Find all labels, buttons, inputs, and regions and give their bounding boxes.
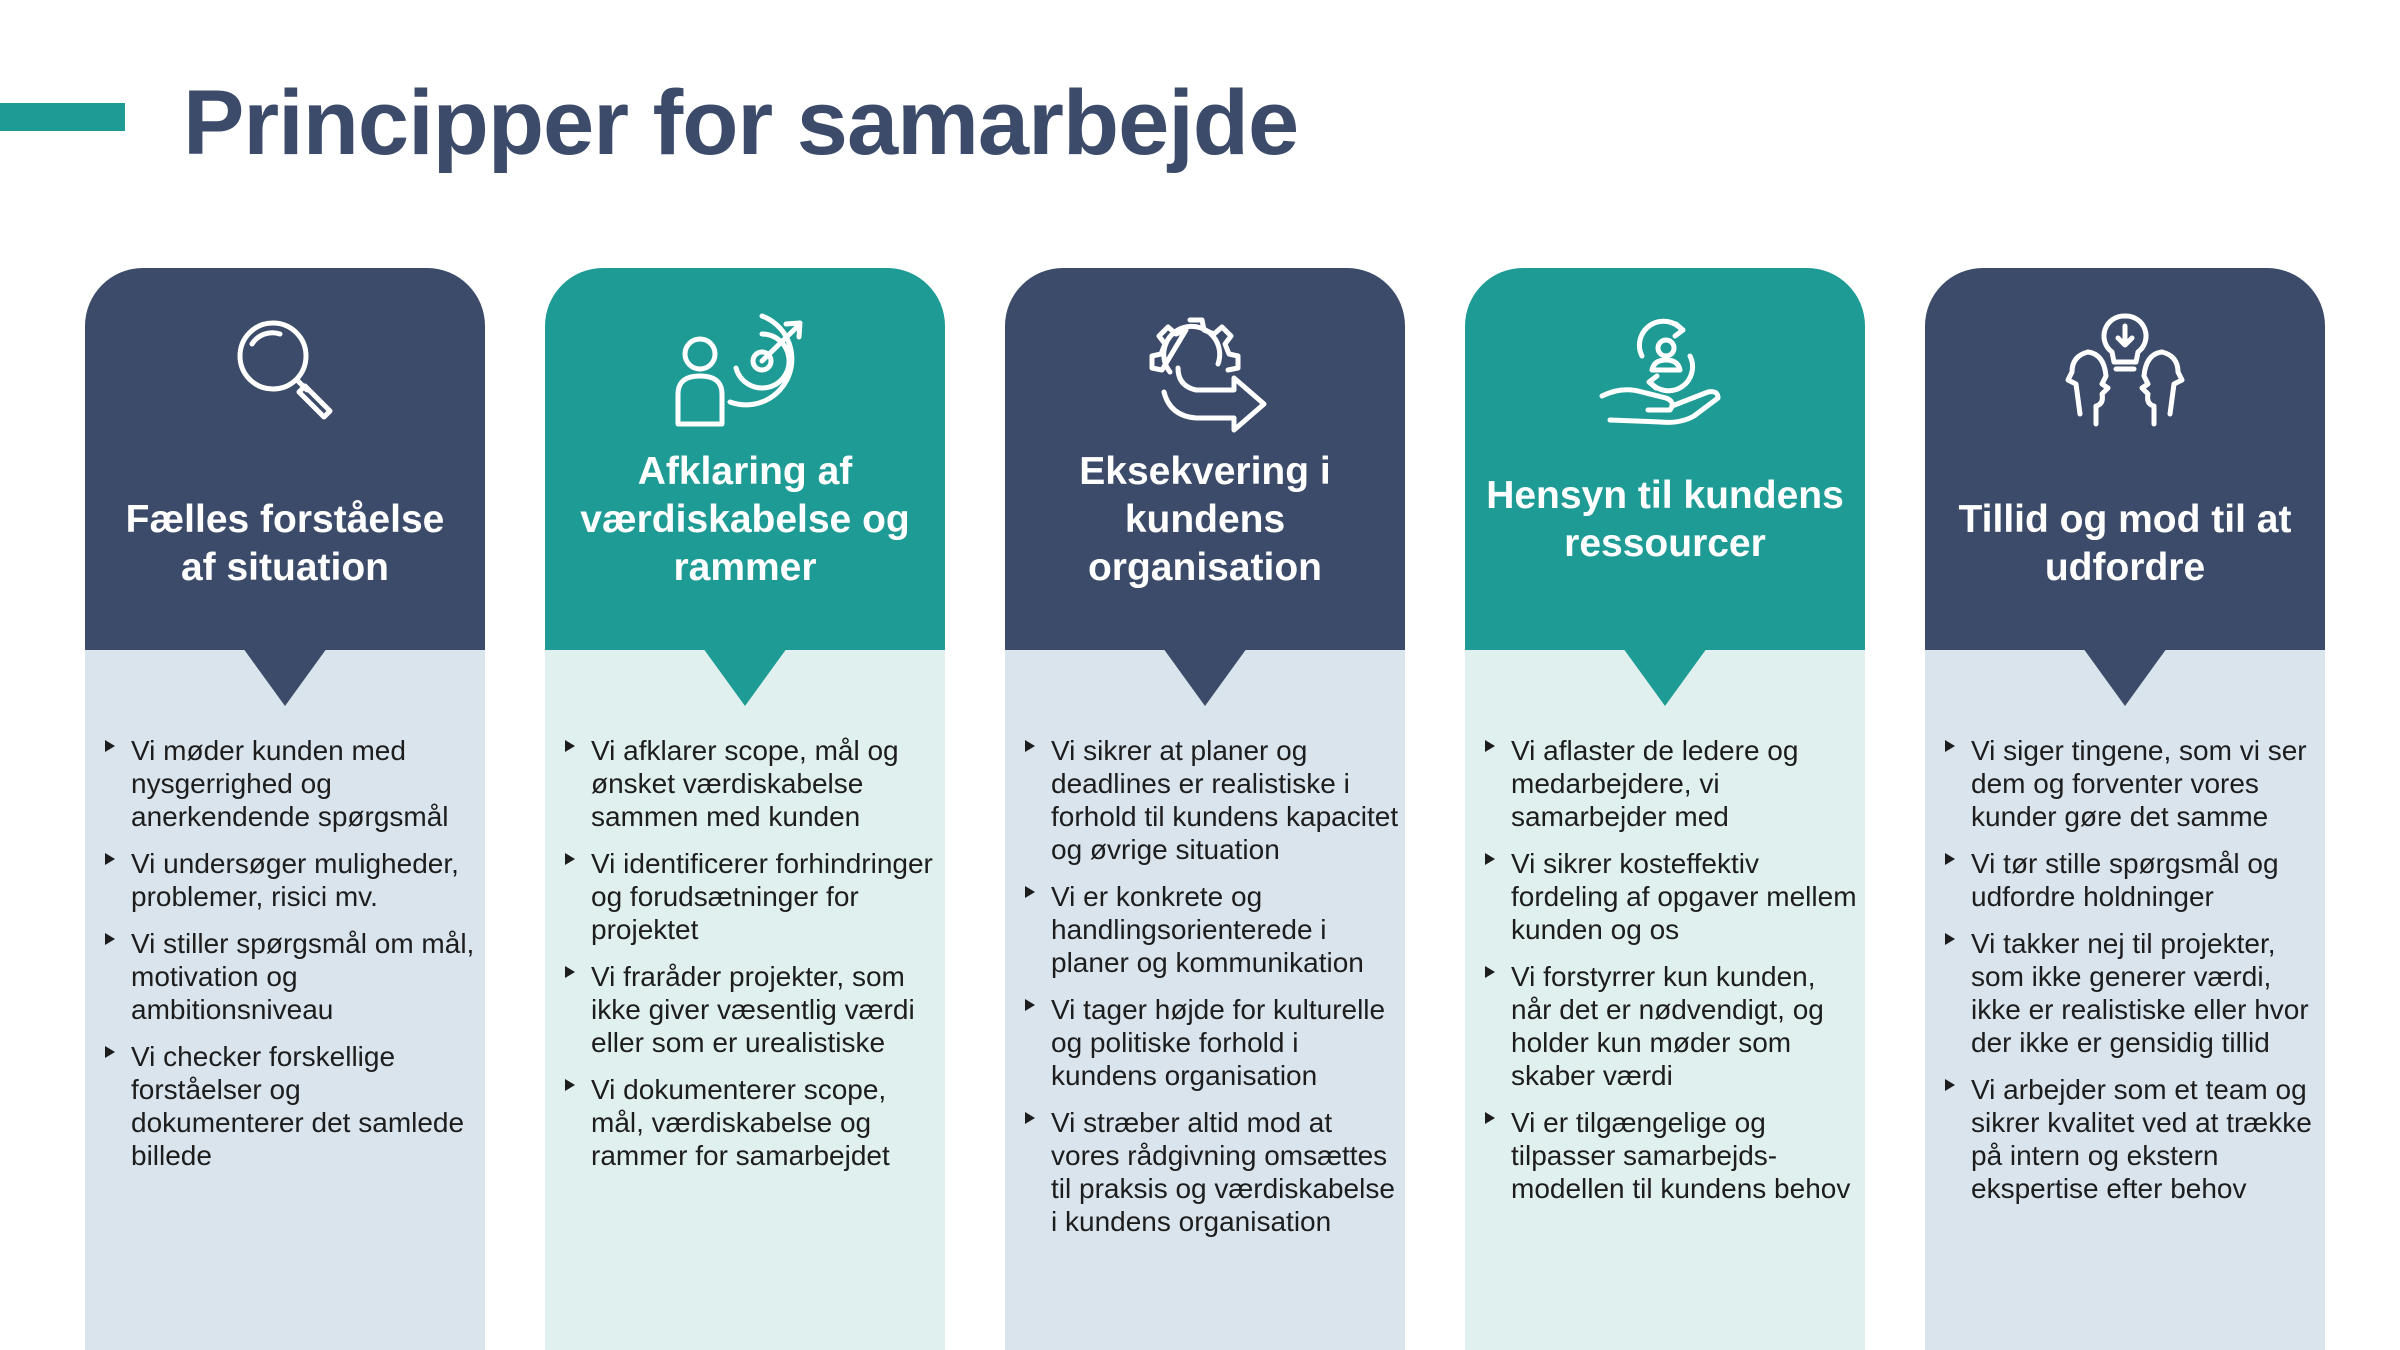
- principle-card-4: Hensyn til kundens ressourcer Vi aflaste…: [1465, 268, 1865, 1350]
- bullet-list: Vi møder kunden med nysgerrighed og aner…: [105, 734, 480, 1186]
- bullet-arrow-icon: [1025, 740, 1035, 752]
- card-header: Fælles forståelse af situation: [85, 268, 485, 650]
- card-pointer: [2083, 648, 2167, 706]
- principle-card-3: Eksekvering i kundens organisation Vi si…: [1005, 268, 1405, 1350]
- card-header: Hensyn til kundens ressourcer: [1465, 268, 1865, 650]
- list-item: Vi møder kunden med nysgerrighed og aner…: [105, 734, 480, 833]
- bullet-arrow-icon: [1945, 740, 1955, 752]
- card-body: [1925, 650, 2325, 1350]
- bullet-arrow-icon: [1945, 853, 1955, 865]
- card-title: Eksekvering i kundens organisation: [1079, 450, 1331, 589]
- bullet-arrow-icon: [1945, 933, 1955, 945]
- bullet-arrow-icon: [1485, 853, 1495, 865]
- bullet-arrow-icon: [105, 853, 115, 865]
- card-pointer: [243, 648, 327, 706]
- principle-card-5: Tillid og mod til at udfordre Vi siger t…: [1925, 268, 2325, 1350]
- list-item: Vi aflaster de ledere og medarbejdere, v…: [1485, 734, 1860, 833]
- bullet-arrow-icon: [105, 740, 115, 752]
- card-body: [1005, 650, 1405, 1350]
- list-item: Vi undersøger muligheder, problemer, ris…: [105, 847, 480, 913]
- card-title: Hensyn til kundens ressourcer: [1486, 474, 1844, 565]
- card-title: Tillid og mod til at udfordre: [1958, 498, 2292, 589]
- bullet-arrow-icon: [1485, 966, 1495, 978]
- bullet-list: Vi sikrer at planer og deadlines er real…: [1025, 734, 1400, 1252]
- list-item: Vi tager højde for kulturelle og politis…: [1025, 993, 1400, 1092]
- bullet-arrow-icon: [1485, 1112, 1495, 1124]
- principle-card-2: Afklaring af værdiskabelse og rammer Vi …: [545, 268, 945, 1350]
- bullet-arrow-icon: [105, 933, 115, 945]
- principle-card-1: Fælles forståelse af situation Vi møder …: [85, 268, 485, 1350]
- list-item: Vi tør stille spørgsmål og udfordre hold…: [1945, 847, 2320, 913]
- bullet-arrow-icon: [565, 1079, 575, 1091]
- page-title: Principper for samarbejde: [183, 72, 1299, 174]
- card-title: Fælles forståelse af situation: [125, 498, 445, 589]
- bullet-arrow-icon: [1025, 1112, 1035, 1124]
- gear-arrow-icon: [1005, 306, 1405, 446]
- list-item: Vi stiller spørgsmål om mål, motivation …: [105, 927, 480, 1026]
- card-header: Eksekvering i kundens organisation: [1005, 268, 1405, 650]
- title-accent-bar: [0, 103, 125, 131]
- bullet-arrow-icon: [1025, 886, 1035, 898]
- bullet-arrow-icon: [1945, 1079, 1955, 1091]
- bullet-arrow-icon: [1485, 740, 1495, 752]
- bullet-arrow-icon: [565, 966, 575, 978]
- card-header: Tillid og mod til at udfordre: [1925, 268, 2325, 650]
- list-item: Vi er konkrete og handlingsorienterede i…: [1025, 880, 1400, 979]
- bullet-list: Vi afklarer scope, mål og ønsket værdisk…: [565, 734, 940, 1186]
- list-item: Vi stræber altid mod at vores rådgivning…: [1025, 1106, 1400, 1238]
- card-header: Afklaring af værdiskabelse og rammer: [545, 268, 945, 650]
- card-body: [1465, 650, 1865, 1350]
- card-pointer: [703, 648, 787, 706]
- bullet-arrow-icon: [565, 740, 575, 752]
- list-item: Vi arbejder som et team og sikrer kvalit…: [1945, 1073, 2320, 1205]
- list-item: Vi siger tingene, som vi ser dem og forv…: [1945, 734, 2320, 833]
- card-body: [545, 650, 945, 1350]
- list-item: Vi sikrer kosteffektiv fordeling af opga…: [1485, 847, 1860, 946]
- lightbulb-faces-icon: [1925, 306, 2325, 446]
- list-item: Vi identificerer forhindringer og foruds…: [565, 847, 940, 946]
- bullet-arrow-icon: [1025, 999, 1035, 1011]
- bullet-list: Vi aflaster de ledere og medarbejdere, v…: [1485, 734, 1860, 1219]
- card-pointer: [1623, 648, 1707, 706]
- hand-person-icon: [1465, 306, 1865, 446]
- bullet-arrow-icon: [105, 1046, 115, 1058]
- list-item: Vi checker forskellige forståelser og do…: [105, 1040, 480, 1172]
- bullet-list: Vi siger tingene, som vi ser dem og forv…: [1945, 734, 2320, 1219]
- card-pointer: [1163, 648, 1247, 706]
- list-item: Vi dokumenterer scope, mål, værdiskabels…: [565, 1073, 940, 1172]
- list-item: Vi fraråder projekter, som ikke giver væ…: [565, 960, 940, 1059]
- list-item: Vi er tilgængelige og tilpasser samarbej…: [1485, 1106, 1860, 1205]
- magnifier-icon: [85, 306, 485, 446]
- target-person-icon: [545, 306, 945, 446]
- list-item: Vi takker nej til projekter, som ikke ge…: [1945, 927, 2320, 1059]
- list-item: Vi sikrer at planer og deadlines er real…: [1025, 734, 1400, 866]
- card-title: Afklaring af værdiskabelse og rammer: [580, 450, 910, 589]
- list-item: Vi forstyrrer kun kunden, når det er nød…: [1485, 960, 1860, 1092]
- bullet-arrow-icon: [565, 853, 575, 865]
- list-item: Vi afklarer scope, mål og ønsket værdisk…: [565, 734, 940, 833]
- card-body: [85, 650, 485, 1350]
